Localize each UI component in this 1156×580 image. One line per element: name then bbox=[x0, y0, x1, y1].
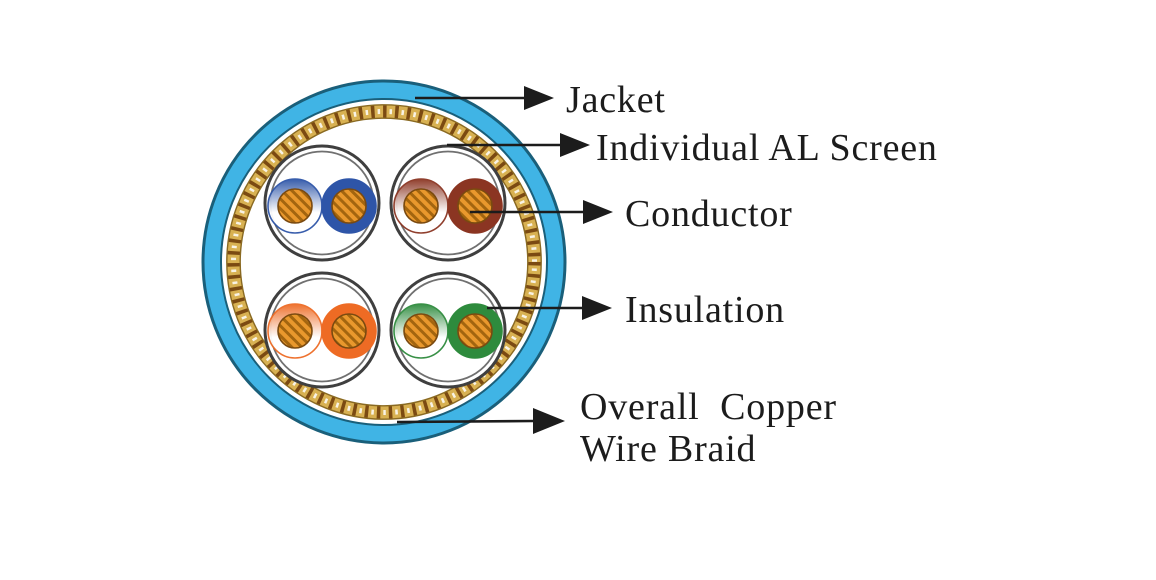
callout-conductor: Conductor bbox=[470, 193, 793, 235]
arrowhead-icon bbox=[533, 408, 565, 434]
callout-copper-braid: Overall Copper Wire Braid bbox=[396, 386, 837, 470]
braid-outer-edge bbox=[226, 104, 542, 420]
conductor-copper bbox=[403, 313, 439, 349]
label-insulation: Insulation bbox=[625, 289, 785, 331]
label-jacket: Jacket bbox=[566, 79, 666, 121]
braid-dark-checks bbox=[227, 105, 541, 419]
label-copper-braid-line1: Overall Copper bbox=[580, 386, 837, 428]
label-al-screen: Individual AL Screen bbox=[596, 127, 938, 169]
arrowhead-icon bbox=[582, 296, 612, 320]
arrowhead-icon bbox=[560, 133, 590, 157]
braid-weave-glints bbox=[231, 109, 537, 415]
copper-braid-ring bbox=[226, 104, 542, 420]
callout-insulation: Insulation bbox=[487, 289, 785, 331]
conductor-copper bbox=[331, 313, 367, 349]
jacket-inner-edge bbox=[220, 98, 548, 426]
label-conductor: Conductor bbox=[625, 193, 793, 235]
conductor-copper bbox=[457, 313, 493, 349]
conductor-copper bbox=[403, 188, 439, 224]
wire-pair-brown bbox=[389, 144, 507, 262]
conductor-copper bbox=[277, 313, 313, 349]
callout-al-screen: Individual AL Screen bbox=[447, 127, 938, 169]
label-copper-braid-line2: Wire Braid bbox=[580, 428, 756, 470]
conductor-copper bbox=[277, 188, 313, 224]
conductor-copper bbox=[331, 188, 367, 224]
conductor-copper bbox=[457, 188, 493, 224]
wire-pair-orange bbox=[263, 271, 381, 389]
arrowhead-icon bbox=[524, 86, 554, 110]
callout-jacket: Jacket bbox=[415, 79, 666, 121]
cable-body bbox=[201, 79, 567, 445]
arrow-line bbox=[396, 419, 534, 424]
braid-inner-edge bbox=[239, 117, 529, 407]
wire-pair-green bbox=[389, 271, 507, 389]
wire-pair-blue bbox=[263, 144, 381, 262]
arrowhead-icon bbox=[583, 200, 613, 224]
